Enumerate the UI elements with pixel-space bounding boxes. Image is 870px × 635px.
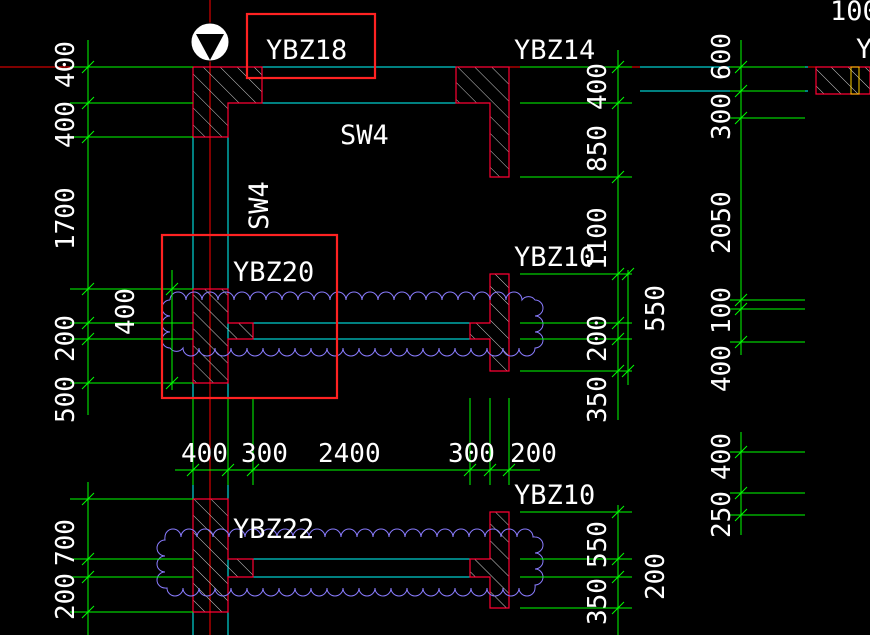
dim-horizontal-1: 300 [241,439,288,469]
dim-horizontal-4: 200 [510,439,557,469]
column-right-edge [815,66,870,95]
dim-left-5: 700 [51,519,81,566]
highlight-box-ybz20 [160,233,339,400]
axis-marker [190,22,230,62]
dim-mid-side-tick-1 [621,364,635,378]
labels: YBZ18 YBZ14 SW4 SW4 YBZ20 YBZ10 YBZ10 YB… [233,0,870,545]
yellow-column-mark [850,66,860,95]
axis-marker-triangle-icon [196,34,224,60]
label-ybz14: YBZ14 [514,35,595,66]
column-ybz14 [455,66,510,178]
label-ybz10-lower: YBZ10 [514,480,595,511]
dim-right-2: 2050 [707,191,737,254]
dim-right-4: 400 [707,345,737,392]
dim-mid-bottom-0: 550 [583,521,613,568]
dim-horizontal-0: 400 [181,439,228,469]
dim-mid-4: 350 [583,376,613,423]
dim-mid-bottom-1: 350 [583,578,613,625]
dim-mid-side: 550 [641,285,671,332]
dim-left-inner-tick-1 [165,376,179,390]
dim-mid-2: 1100 [583,207,613,270]
columns [192,66,870,613]
label-top-right-partial: 100 [830,0,870,27]
dim-mid-0: 400 [583,63,613,110]
label-ybz18: YBZ18 [266,35,347,66]
dim-mid-bottom-side: 200 [641,553,671,600]
dim-mid-3: 200 [583,315,613,362]
column-ybz10-upper [469,273,510,372]
label-ybz22: YBZ22 [233,514,314,545]
dim-left-inner-tick-0 [165,282,179,296]
label-ybz10-upper: YBZ10 [514,242,595,273]
dimension-text: 400 400 1700 200 500 700 200 400 400 850… [51,33,737,625]
column-ybz20 [192,288,254,384]
dim-horizontal-3: 300 [448,439,495,469]
dim-left-4: 500 [51,376,81,423]
label-sw4-vertical: SW4 [244,181,275,230]
dim-left-inner: 400 [111,288,141,335]
dim-right-1: 300 [707,93,737,140]
dim-right-5: 400 [707,433,737,480]
dim-mid-1: 850 [583,125,613,172]
dim-mid-side-tick-0 [621,267,635,281]
dim-left-1: 400 [51,101,81,148]
label-top-right-letter: Y [856,34,870,65]
revision-cloud-upper [161,291,544,357]
revision-cloud-lower [156,528,544,597]
dim-right-0: 600 [707,33,737,80]
dim-right-3: 100 [707,287,737,334]
column-ybz22 [192,498,254,613]
label-ybz20: YBZ20 [233,257,314,288]
dim-left-2: 1700 [51,187,81,250]
column-ybz10-lower [469,511,510,609]
dim-left-3: 200 [51,315,81,362]
dim-right-6: 250 [707,491,737,538]
revision-clouds [156,291,544,597]
dim-horizontal-2: 2400 [318,439,381,469]
dim-left-0: 400 [51,41,81,88]
label-sw4-horizontal: SW4 [340,120,389,151]
highlight-box-ybz18 [245,12,377,80]
dimension-lines [70,40,805,635]
dim-left-6: 200 [51,573,81,620]
